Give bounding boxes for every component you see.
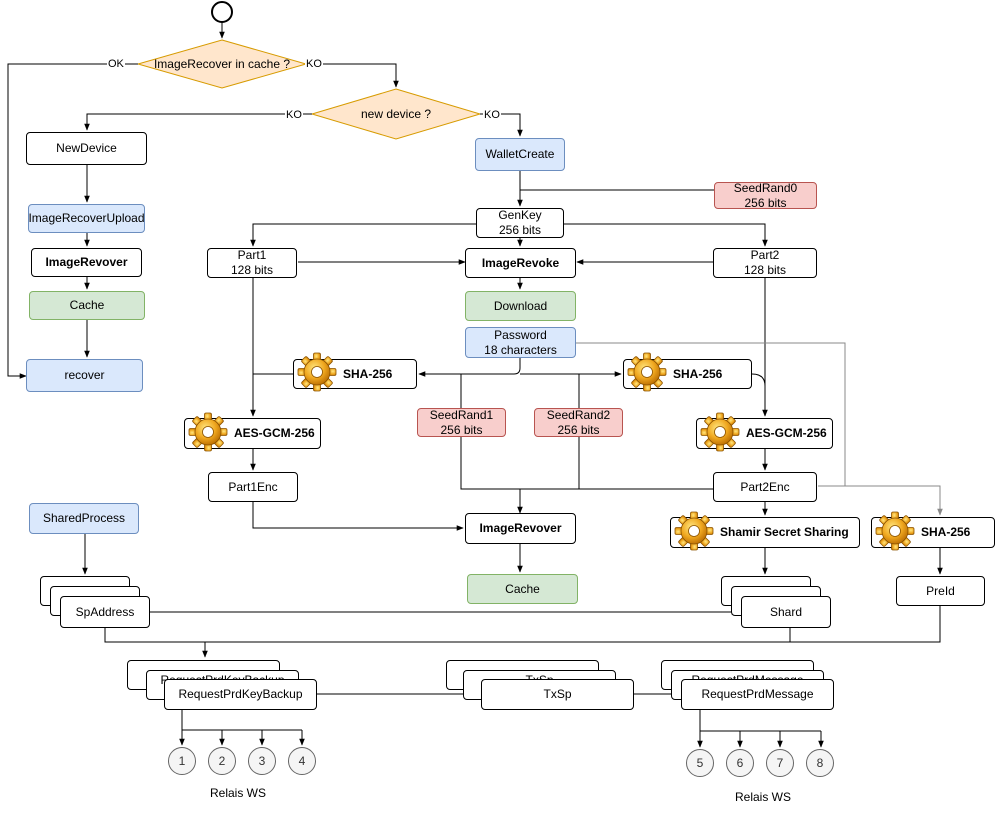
sp-address-node: SpAddress bbox=[60, 596, 150, 628]
image-revover-center-node: ImageRevover bbox=[465, 513, 576, 544]
decision-device: new device ? bbox=[360, 107, 432, 121]
image-revoke-node: ImageRevoke bbox=[465, 248, 576, 278]
relay-2: 2 bbox=[208, 747, 236, 775]
sha256-right-label: SHA-256 bbox=[673, 366, 723, 381]
part2-enc-node: Part2Enc bbox=[713, 472, 817, 502]
sha256-left-node: SHA-256 bbox=[293, 352, 417, 392]
image-recover-upload-node: ImageRecoverUpload bbox=[28, 204, 145, 233]
aes-gcm-right-node: AES-GCM-256 bbox=[696, 412, 833, 451]
relay-3: 3 bbox=[248, 747, 276, 775]
gear-icon bbox=[297, 352, 337, 392]
decision-cache-shape bbox=[136, 39, 308, 89]
seed-rand0-node: SeedRand0 256 bits bbox=[714, 181, 817, 210]
edge-label-device-ko-left: KO bbox=[285, 109, 303, 121]
relays-left-caption: Relais WS bbox=[210, 786, 267, 800]
image-revover-left-node: ImageRevover bbox=[31, 248, 142, 277]
shard-node: Shard bbox=[741, 596, 831, 628]
seed-rand1-node: SeedRand1 256 bits bbox=[417, 408, 506, 437]
cache-center-node: Cache bbox=[467, 574, 578, 604]
gen-key-node: GenKey 256 bits bbox=[476, 208, 564, 238]
edge-label-cache-ko: KO bbox=[305, 58, 323, 70]
gear-icon bbox=[674, 511, 714, 550]
pre-id-node: PreId bbox=[896, 576, 985, 606]
relay-5: 5 bbox=[686, 749, 714, 777]
wallet-create-node: WalletCreate bbox=[475, 138, 565, 171]
gear-icon bbox=[875, 511, 915, 550]
relay-7: 7 bbox=[766, 749, 794, 777]
gear-icon bbox=[627, 352, 667, 392]
shamir-node: Shamir Secret Sharing bbox=[670, 511, 860, 550]
tx-sp-node: TxSp bbox=[481, 679, 634, 710]
part1-enc-node: Part1Enc bbox=[208, 472, 298, 502]
cache-left-node: Cache bbox=[29, 291, 145, 320]
aes-gcm-left-node: AES-GCM-256 bbox=[184, 412, 321, 451]
relays-right-caption: Relais WS bbox=[735, 790, 792, 804]
shared-process-node: SharedProcess bbox=[29, 503, 139, 534]
gear-icon bbox=[188, 412, 228, 451]
aes-gcm-left-label: AES-GCM-256 bbox=[234, 426, 315, 440]
sha256-far-right-label: SHA-256 bbox=[921, 525, 971, 539]
decision-cache: ImageRecover in cache ? bbox=[153, 57, 291, 71]
request-prd-key-backup-node: RequestPrdKeyBackup bbox=[164, 679, 317, 710]
gear-icon bbox=[700, 412, 740, 451]
edge-label-device-ko-right: KO bbox=[483, 109, 501, 121]
relay-4: 4 bbox=[288, 747, 316, 775]
new-device-node: NewDevice bbox=[26, 132, 147, 165]
shamir-label: Shamir Secret Sharing bbox=[720, 525, 849, 539]
password-node: Password 18 characters bbox=[465, 327, 576, 358]
sha256-right-node: SHA-256 bbox=[623, 352, 752, 392]
relay-1: 1 bbox=[168, 747, 196, 775]
download-node: Download bbox=[465, 291, 576, 321]
relay-8: 8 bbox=[806, 749, 834, 777]
sha256-far-right-node: SHA-256 bbox=[871, 511, 995, 550]
request-prd-message-node: RequestPrdMessage bbox=[681, 679, 834, 710]
recover-node: recover bbox=[26, 359, 143, 392]
aes-gcm-right-label: AES-GCM-256 bbox=[746, 426, 827, 440]
start-circle bbox=[211, 1, 233, 23]
relay-6: 6 bbox=[726, 749, 754, 777]
part1-node: Part1 128 bits bbox=[207, 248, 297, 278]
decision-device-shape bbox=[310, 88, 482, 140]
edge-label-cache-ok: OK bbox=[107, 58, 125, 70]
part2-node: Part2 128 bits bbox=[713, 248, 817, 278]
sha256-left-label: SHA-256 bbox=[343, 366, 393, 381]
seed-rand2-node: SeedRand2 256 bits bbox=[534, 408, 623, 437]
